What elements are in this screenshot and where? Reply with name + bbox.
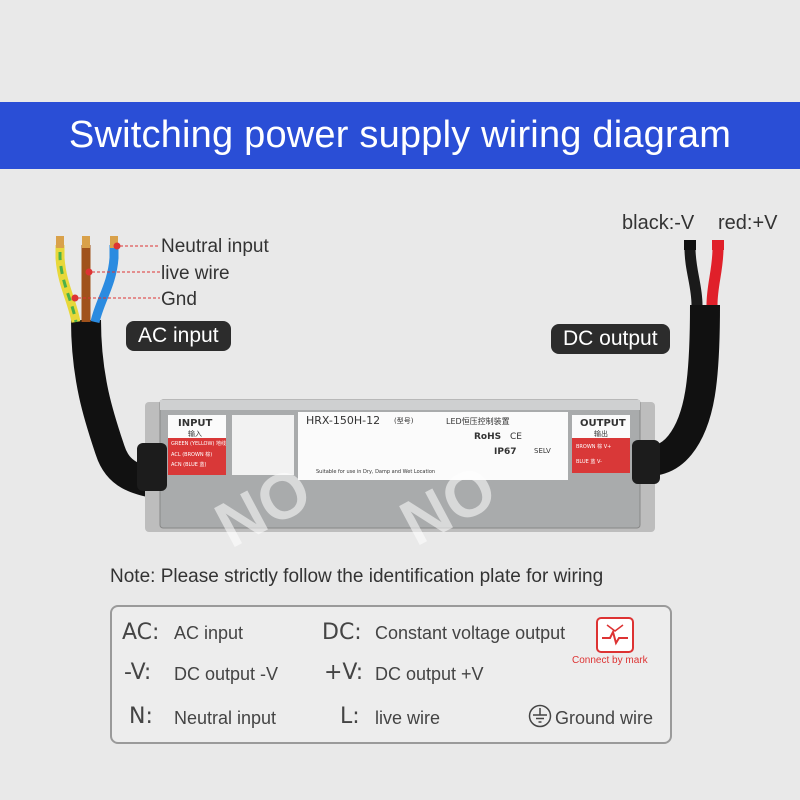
- black-tip: [684, 240, 696, 250]
- legend-key-neg: -V:: [124, 660, 152, 685]
- input-plate-red: GREEN (YELLOW) 地线 ACL (BROWN 棕) ACN (BLU…: [168, 438, 226, 475]
- legend-key-ac: AC:: [122, 620, 160, 645]
- legend-value-n: Neutral input: [174, 708, 277, 728]
- input-plate: INPUT 输入 GREEN (YELLOW) 地线 ACL (BROWN 棕)…: [168, 415, 226, 475]
- legend-value-dc: Constant voltage output: [375, 623, 566, 643]
- gnd-dot: [71, 294, 79, 302]
- legend-key-pos: +V:: [324, 660, 364, 685]
- output-wire-neg: BLUE 蓝 V-: [576, 459, 602, 465]
- red-label: red:+V: [718, 212, 778, 234]
- output-plate-red: BROWN 棕 V+ BLUE 蓝 V-: [572, 438, 630, 473]
- legend-value-ac: AC input: [174, 623, 244, 643]
- page-title: Switching power supply wiring diagram: [68, 114, 732, 156]
- legend-value-pos: DC output +V: [375, 664, 484, 684]
- neutral-tip: [110, 236, 118, 248]
- ground-icon: [528, 704, 552, 728]
- red-tip: [712, 240, 724, 250]
- device-top-edge: [160, 400, 640, 410]
- legend-value-neg: DC output -V: [174, 664, 279, 684]
- dc-output-pill: DC output: [551, 324, 670, 354]
- red-wire: [706, 247, 724, 306]
- output-sub: 输出: [594, 430, 608, 438]
- neutral-dot: [113, 242, 121, 250]
- cert-selv: SELV: [534, 447, 551, 455]
- legend-box: AC: AC input DC: Constant voltage output…: [110, 605, 672, 744]
- output-gland: [632, 440, 660, 484]
- cert-rohs: RoHS: [474, 432, 502, 442]
- live-wire-label: live wire: [161, 263, 230, 284]
- output-wire-pos: BROWN 棕 V+: [576, 444, 612, 450]
- neutral-wire: [90, 245, 119, 324]
- connect-by-mark-icon: [596, 617, 634, 653]
- output-heading: OUTPUT: [580, 418, 626, 429]
- model-plate: HRX-150H-12 (型号) LED恒压控制装置 RoHS CE IP67 …: [298, 412, 568, 480]
- input-wire-gnd: GREEN (YELLOW) 地线: [171, 441, 226, 447]
- product-cn: LED恒压控制装置: [446, 417, 510, 426]
- neutral-input-label: Neutral input: [161, 236, 269, 257]
- cert-ip67: IP67: [494, 447, 517, 457]
- live-tip: [82, 236, 90, 248]
- ground-wire-label: Ground wire: [555, 708, 654, 728]
- black-wire: [684, 247, 703, 306]
- input-sub: 输入: [188, 430, 202, 438]
- wiring-note: Note: Please strictly follow the identif…: [110, 566, 604, 587]
- connect-by-mark-caption: Connect by mark: [572, 655, 648, 666]
- input-wire-acl: ACL (BROWN 棕): [171, 452, 213, 458]
- ground-wire-stripe: [58, 252, 78, 323]
- input-heading: INPUT: [178, 418, 213, 429]
- black-label: black:-V: [622, 212, 695, 234]
- legend-key-dc: DC:: [322, 620, 362, 645]
- legend-value-l: live wire: [375, 708, 441, 728]
- live-dot: [85, 268, 93, 276]
- cert-ce: CE: [510, 432, 522, 442]
- title-banner: Switching power supply wiring diagram: [0, 102, 800, 169]
- ac-input-pill: AC input: [126, 321, 231, 351]
- legend-key-l: L:: [340, 704, 360, 729]
- gnd-label: Gnd: [161, 289, 197, 310]
- model-cn: (型号): [394, 417, 414, 425]
- model-name: HRX-150H-12: [306, 414, 381, 427]
- input-gland: [137, 443, 167, 491]
- output-plate: OUTPUT 输出 BROWN 棕 V+ BLUE 蓝 V-: [572, 415, 630, 473]
- input-wire-acn: ACN (BLUE 蓝): [171, 462, 207, 468]
- suitable-text: Suitable for use in Dry, Damp and Wet Lo…: [316, 469, 436, 475]
- spec-plate: [232, 415, 294, 475]
- ground-tip: [56, 236, 64, 248]
- legend-key-n: N:: [129, 704, 153, 729]
